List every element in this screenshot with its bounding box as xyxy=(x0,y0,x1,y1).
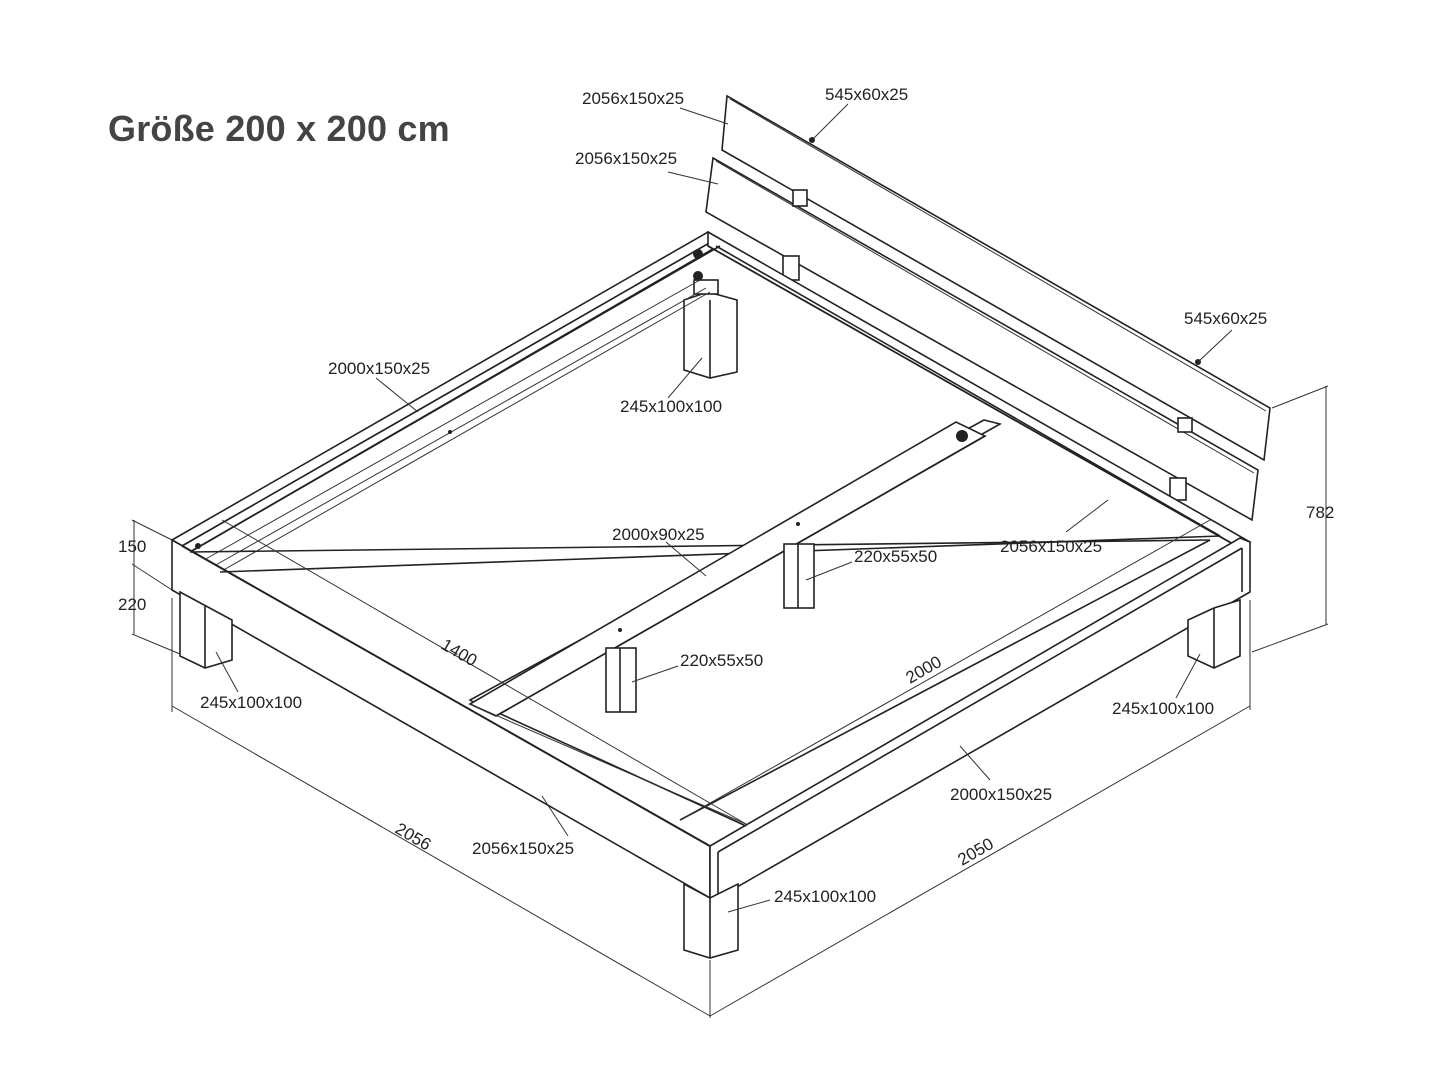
frame xyxy=(170,230,1252,900)
label-center-leg-back: 220x55x50 xyxy=(854,547,937,566)
label-headboard-post-right: 545x60x25 xyxy=(1184,309,1267,328)
label-inner-width: 1400 xyxy=(438,635,480,670)
label-leg-height: 220 xyxy=(118,595,146,614)
label-front-left-leg: 245x100x100 xyxy=(200,693,302,712)
center-leg-back xyxy=(783,543,815,609)
label-rail-height: 150 xyxy=(118,537,146,556)
headboard-plank-upper xyxy=(721,94,1271,462)
label-left-rail: 2000x150x25 xyxy=(328,359,430,378)
headboard-plank-lower xyxy=(705,156,1259,522)
headboard-post-right-visible xyxy=(1177,417,1193,433)
dimension-lines xyxy=(131,385,1329,1018)
headboard xyxy=(705,94,1271,522)
screw-icon xyxy=(809,137,815,143)
label-head-rail: 2056x150x25 xyxy=(1000,537,1102,556)
label-headboard-height: 782 xyxy=(1306,503,1334,522)
label-center-rail: 2000x90x25 xyxy=(612,525,705,544)
headboard-post-left-visible xyxy=(792,189,808,207)
screw-icon xyxy=(693,271,703,281)
label-headboard-plank-top: 2056x150x25 xyxy=(582,89,684,108)
diagram-title: Größe 200 x 200 cm xyxy=(108,108,450,149)
screw-icon xyxy=(195,543,201,549)
center-leg-front xyxy=(605,647,637,713)
screw-icon xyxy=(693,249,703,259)
label-front-leg: 245x100x100 xyxy=(774,887,876,906)
label-overall-width: 2056 xyxy=(392,819,434,854)
label-right-rail: 2000x150x25 xyxy=(950,785,1052,804)
legs xyxy=(179,543,1241,959)
back-leg xyxy=(683,279,738,379)
screw-icon xyxy=(448,430,452,434)
label-foot-rail: 2056x150x25 xyxy=(472,839,574,858)
label-headboard-post-top: 545x60x25 xyxy=(825,85,908,104)
label-back-leg: 245x100x100 xyxy=(620,397,722,416)
screw-icon xyxy=(956,430,968,442)
screw-icon xyxy=(618,628,622,632)
screw-icon xyxy=(796,522,800,526)
label-headboard-plank-bottom: 2056x150x25 xyxy=(575,149,677,168)
label-center-leg-front: 220x55x50 xyxy=(680,651,763,670)
label-right-front-leg: 245x100x100 xyxy=(1112,699,1214,718)
label-overall-length: 2050 xyxy=(955,834,997,869)
leader-lines xyxy=(215,103,1233,913)
